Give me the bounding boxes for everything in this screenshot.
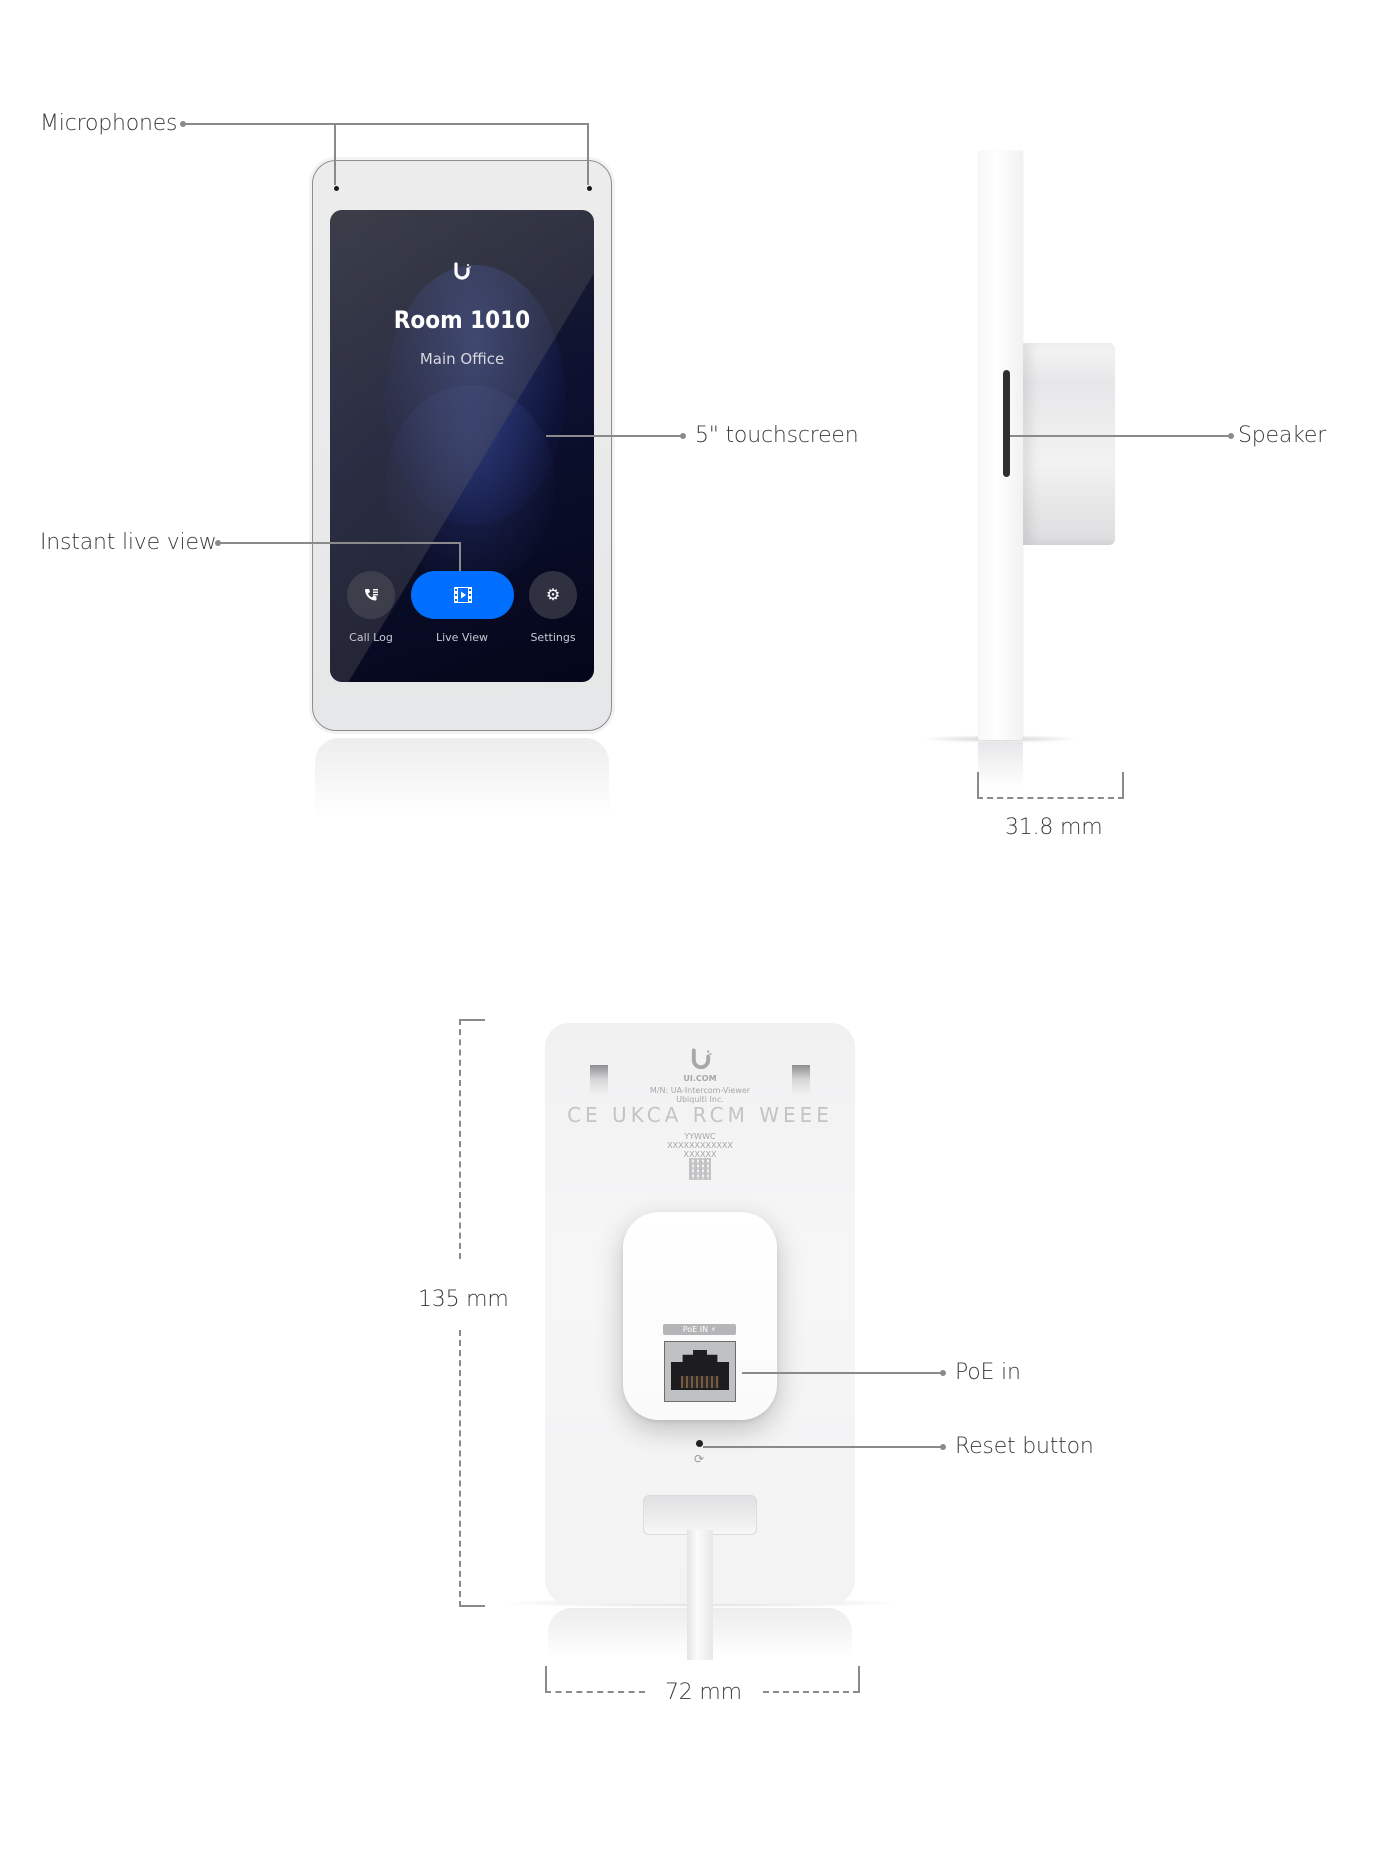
microphones-callout-line bbox=[183, 123, 589, 125]
poe-callout-line bbox=[742, 1372, 943, 1374]
screen-wallpaper-shape bbox=[385, 265, 565, 525]
height-dimension-line bbox=[459, 1330, 461, 1607]
width-dimension-tick bbox=[858, 1666, 860, 1693]
microphone-right bbox=[587, 186, 592, 191]
poe-in-callout-label: PoE in bbox=[955, 1360, 1021, 1385]
callout-dot bbox=[940, 1370, 946, 1376]
live-view-callout-line bbox=[459, 542, 461, 571]
instant-live-view-callout-label: Instant live view bbox=[40, 530, 217, 555]
code-text: XXXXXX bbox=[683, 1150, 717, 1159]
serial-text: XXXXXXXXXXXX bbox=[667, 1141, 733, 1150]
brand-text: UI.COM bbox=[683, 1074, 717, 1083]
side-device-module bbox=[1023, 343, 1115, 545]
width-dimension-tick bbox=[545, 1666, 547, 1693]
mounting-slot bbox=[590, 1065, 608, 1095]
reset-callout-line bbox=[703, 1446, 943, 1448]
front-device-reflection bbox=[315, 738, 609, 818]
poe-in-tag: PoE IN ⚡ bbox=[663, 1324, 736, 1335]
width-dimension-label: 72 mm bbox=[665, 1680, 742, 1705]
certification-marks: CE UKCA RCM WEEE bbox=[567, 1103, 833, 1127]
reset-icon: ⟳ bbox=[693, 1452, 705, 1466]
mounting-slot bbox=[792, 1065, 810, 1095]
microphones-callout-label: Microphones bbox=[40, 111, 178, 136]
qr-code-icon bbox=[689, 1158, 711, 1180]
live-view-callout-line bbox=[218, 542, 461, 544]
screen-wallpaper-shape bbox=[385, 385, 555, 585]
cable bbox=[687, 1530, 713, 1660]
height-dimension-tick bbox=[459, 1019, 485, 1021]
reset-button-callout-label: Reset button bbox=[955, 1434, 1094, 1459]
cable-slot bbox=[643, 1495, 757, 1535]
location-name: Main Office bbox=[419, 350, 505, 368]
gear-icon: ⚙ bbox=[545, 587, 561, 604]
speaker-grille bbox=[1003, 370, 1010, 477]
depth-dimension-label: 31.8 mm bbox=[1005, 815, 1103, 840]
call-log-label: Call Log bbox=[349, 631, 393, 644]
settings-button[interactable]: ⚙ bbox=[529, 571, 577, 619]
model-number-text: M/N: UA-Intercom-Viewer bbox=[649, 1086, 751, 1095]
depth-dimension-tick bbox=[977, 772, 979, 799]
ubiquiti-logo-icon bbox=[689, 1048, 713, 1072]
ethernet-pins bbox=[681, 1376, 719, 1388]
height-dimension-line bbox=[459, 1019, 461, 1259]
live-view-button[interactable] bbox=[411, 571, 514, 619]
settings-label: Settings bbox=[530, 631, 576, 644]
width-dimension-line bbox=[763, 1691, 859, 1693]
live-view-label: Live View bbox=[435, 631, 489, 644]
depth-dimension-tick bbox=[1122, 772, 1124, 799]
callout-dot bbox=[940, 1444, 946, 1450]
reset-button[interactable] bbox=[696, 1440, 703, 1447]
callout-dot bbox=[680, 433, 686, 439]
call-log-button[interactable] bbox=[347, 571, 395, 619]
side-device-reflection bbox=[978, 742, 1023, 787]
microphone-left bbox=[334, 186, 339, 191]
call-log-icon bbox=[365, 589, 378, 601]
ubiquiti-logo-icon bbox=[452, 262, 472, 282]
touchscreen-callout-label: 5" touchscreen bbox=[695, 423, 859, 448]
live-view-icon bbox=[453, 587, 472, 603]
depth-dimension-line bbox=[977, 797, 1124, 799]
company-text: Ubiquiti Inc. bbox=[676, 1095, 724, 1104]
height-dimension-label: 135 mm bbox=[418, 1287, 509, 1312]
speaker-callout-line bbox=[1010, 435, 1232, 437]
side-device-plate bbox=[978, 151, 1023, 740]
touchscreen: Room 1010 Main Office ⚙ Call Log Live Vi… bbox=[330, 210, 594, 682]
microphones-callout-line bbox=[334, 123, 336, 185]
microphones-callout-line bbox=[587, 123, 589, 185]
date-code-text: YYWWC bbox=[684, 1132, 716, 1141]
room-name: Room 1010 bbox=[393, 306, 531, 334]
speaker-callout-label: Speaker bbox=[1238, 423, 1327, 448]
height-dimension-tick bbox=[459, 1605, 485, 1607]
ethernet-port[interactable] bbox=[664, 1341, 736, 1402]
width-dimension-line bbox=[545, 1691, 645, 1693]
touchscreen-callout-line bbox=[546, 435, 683, 437]
callout-dot bbox=[1228, 433, 1234, 439]
